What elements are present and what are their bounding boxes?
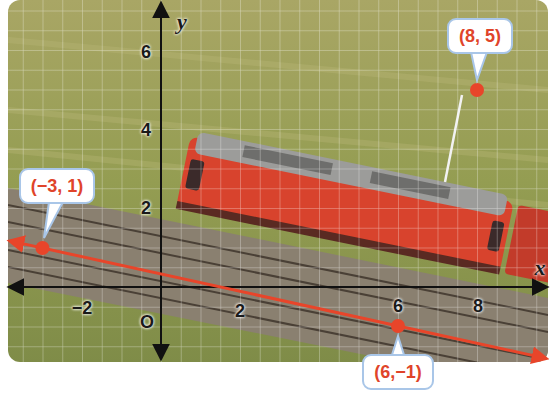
point — [36, 241, 50, 255]
callout-pointer — [471, 52, 487, 80]
coordinate-label: (8, 5) — [459, 25, 501, 47]
axis-name: y — [177, 12, 187, 32]
photo — [8, 0, 548, 362]
graph-line — [10, 241, 546, 359]
grid — [8, 0, 548, 362]
tick-label: 8 — [473, 296, 483, 316]
y-axis — [160, 4, 162, 358]
point — [391, 319, 405, 333]
tick-label: 2 — [235, 301, 245, 321]
point-callout: (−3, 1) — [19, 168, 96, 204]
coordinate-label: (6,−1) — [374, 361, 422, 383]
tick-label: 6 — [141, 42, 151, 62]
point-callout: (6,−1) — [362, 354, 434, 390]
tick-label: 4 — [141, 120, 151, 140]
grass-field — [8, 0, 548, 362]
x-axis — [10, 286, 546, 288]
axis-name: x — [535, 258, 546, 278]
tick-label: O — [140, 312, 154, 332]
tick-label: −2 — [72, 298, 93, 318]
point — [470, 83, 484, 97]
coordinate-label: (−3, 1) — [31, 175, 84, 197]
tick-label: 2 — [141, 198, 151, 218]
tick-label: 6 — [393, 296, 403, 316]
callout-pointer — [44, 202, 63, 238]
point-callout: (8, 5) — [447, 18, 513, 54]
